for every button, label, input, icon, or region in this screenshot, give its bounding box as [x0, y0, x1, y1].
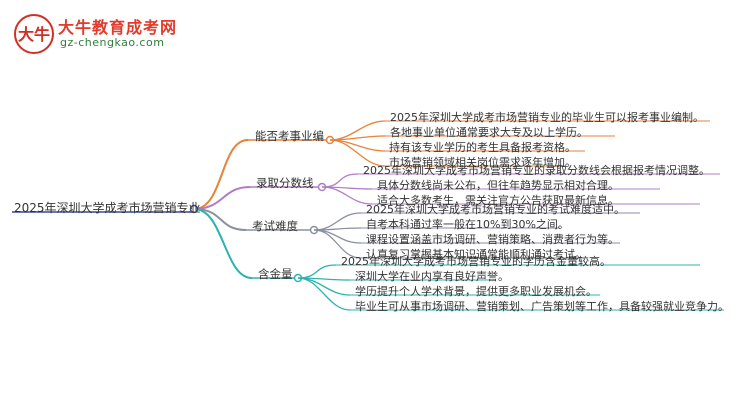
leaf-difficulty-3: 课程设置涵盖市场调研、营销策略、消费者行为等。 [366, 233, 619, 246]
logo-url: gz-chengkao.com [60, 36, 165, 49]
branch-connector-0 [193, 139, 249, 210]
root-node [189, 204, 199, 214]
leaf-difficulty-2: 自考本科通过率一般在10%到30%之间。 [366, 218, 569, 231]
leaf-connector-2-3 [313, 229, 362, 259]
leaf-value-4: 毕业生可从事市场调研、营销策划、广告策划等工作，具备较强就业竞争力。 [355, 300, 729, 313]
leaf-value-3: 学历提升个人学术背景，提供更多职业发展机会。 [355, 285, 597, 298]
leaf-connector-3-2 [297, 277, 351, 296]
site-logo: 大牛 大牛教育成考网 gz-chengkao.com [12, 12, 176, 54]
leaf-cutoff-1: 2025年深圳大学成考市场营销专业的录取分数线会根据报考情况调整。 [363, 164, 710, 177]
logo-title: 大牛教育成考网 [58, 18, 178, 37]
branch-connector-2 [193, 208, 247, 231]
leaf-difficulty-4: 认真复习掌握基本知识通常能顺利通过考试。 [366, 248, 586, 261]
leaf-value-2: 深圳大学在业内享有良好声誉。 [355, 270, 509, 283]
leaf-value-1: 2025年深圳大学成考市场营销专业的学历含金量较高。 [341, 255, 611, 268]
branch-connector-1 [193, 186, 251, 210]
leaf-cutoff-2: 具体分数线尚未公布，但往年趋势显示相对合理。 [377, 179, 619, 192]
leaf-connector-0-3 [329, 139, 386, 167]
leaf-career-4: 市场营销领域相关岗位需求逐年增加。 [389, 156, 576, 169]
logo-mark-text: 大牛 [18, 25, 50, 44]
leaf-connector-2-2 [313, 229, 362, 244]
root-node-label: 2025年深圳大学成考市场营销专业 [14, 201, 201, 215]
leaf-connector-3-0 [297, 264, 337, 279]
branch-label-value: 含金量 [258, 267, 293, 281]
leaf-career-1: 2025年深圳大学成考市场营销专业的毕业生可以报考事业编制。 [390, 111, 704, 124]
leaf-connector-0-1 [329, 135, 386, 141]
leaf-connector-1-2 [321, 186, 373, 205]
leaf-difficulty-1: 2025年深圳大学成考市场营销专业的考试难度适中。 [366, 203, 625, 216]
leaf-connector-3-3 [297, 277, 351, 311]
leaf-connector-1-0 [321, 173, 359, 188]
branch-label-career: 能否考事业编 [255, 129, 324, 143]
branch-connector-3 [193, 208, 253, 279]
leaf-career-3: 持有该专业学历的考生具备报考资格。 [389, 141, 576, 154]
leaf-connector-0-0 [329, 120, 386, 141]
branch-label-cutoff: 录取分数线 [256, 176, 314, 190]
leaf-career-2: 各地事业单位通常要求大专及以上学历。 [390, 126, 588, 139]
branch-label-difficulty: 考试难度 [252, 219, 298, 233]
logo-mark-icon: 大牛 [14, 14, 54, 54]
leaf-cutoff-3: 适合大多数考生，需关注官方公告获取最新信息。 [377, 194, 619, 207]
